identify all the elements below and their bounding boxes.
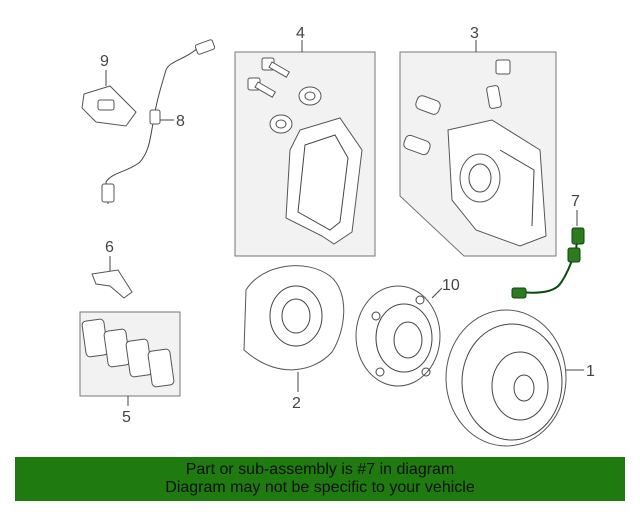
callout-8[interactable]: 8	[176, 113, 185, 130]
callout-9[interactable]: 9	[100, 53, 109, 70]
part-6-group: 6	[91, 239, 133, 299]
callout-10[interactable]: 10	[442, 277, 460, 294]
banner-line-2: Diagram may not be specific to your vehi…	[165, 479, 475, 496]
part-10-group: 10	[355, 277, 460, 387]
part-2-group: 2	[243, 265, 345, 412]
part-5-group: 5	[79, 311, 181, 426]
part-3-group: 3	[399, 25, 557, 257]
part-1-group: 1	[445, 309, 595, 447]
part-7-group: 7	[511, 193, 585, 299]
banner-line-1: Part or sub-assembly is #7 in diagram	[185, 461, 455, 478]
callout-2[interactable]: 2	[292, 395, 301, 412]
part-9-group: 9	[81, 53, 137, 127]
callout-7[interactable]: 7	[571, 193, 580, 210]
part-info-banner: Part or sub-assembly is #7 in diagram Di…	[15, 457, 625, 501]
part-4-group: 4	[234, 25, 376, 257]
callout-5[interactable]: 5	[122, 409, 131, 426]
callout-4[interactable]: 4	[296, 25, 305, 42]
callout-3[interactable]: 3	[470, 25, 479, 42]
callout-1[interactable]: 1	[586, 363, 595, 380]
part-8-group: 8	[101, 39, 216, 205]
callout-6[interactable]: 6	[105, 239, 114, 256]
